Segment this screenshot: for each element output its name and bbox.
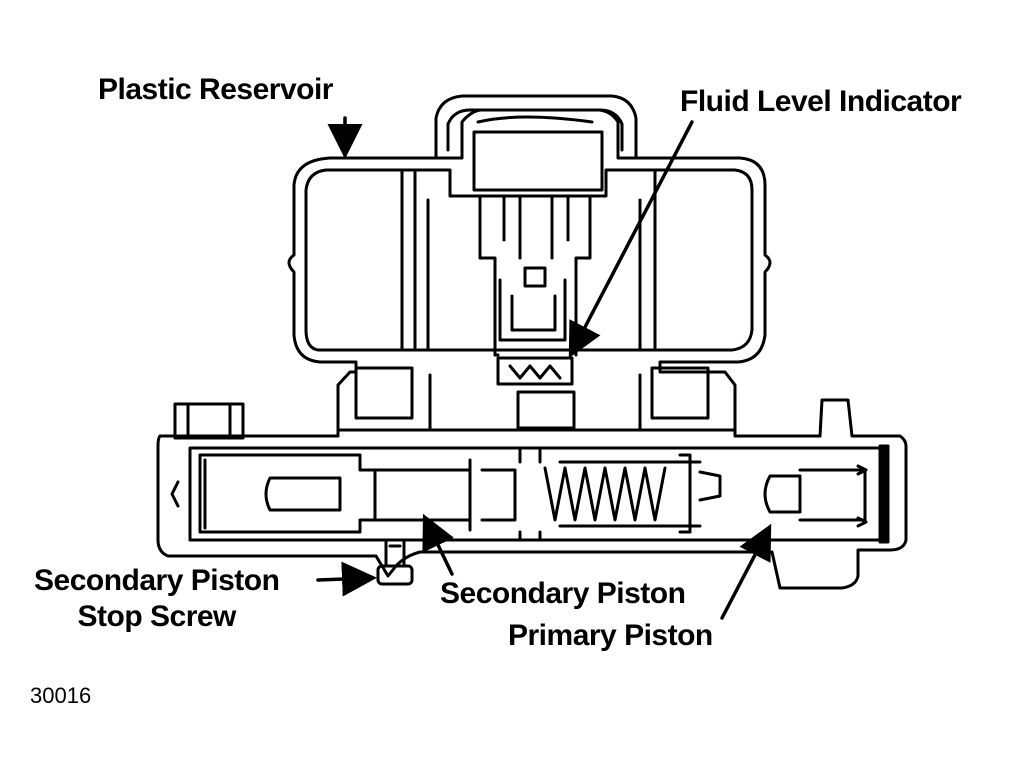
secondary-piston-label: Secondary Piston: [440, 577, 686, 610]
primary-piston-part: [678, 444, 890, 544]
secondary-piston-stop-screw-label: Secondary Piston Stop Screw: [34, 563, 280, 635]
stop-screw: [376, 538, 414, 586]
primary-piston-arrow: [720, 523, 772, 620]
plastic-reservoir-label: Plastic Reservoir: [98, 73, 333, 106]
secondary-piston-arrow: [422, 513, 454, 576]
fluid-level-indicator-label: Fluid Level Indicator: [680, 85, 962, 118]
stop-screw-label-line2: Stop Screw: [77, 600, 237, 633]
leader-lines: [316, 116, 772, 620]
fluid-level-arrow: [568, 120, 694, 359]
plastic-reservoir: [287, 94, 772, 432]
cylinder-body: [156, 398, 908, 590]
stop-screw-label-line1: Secondary Piston: [34, 564, 280, 597]
stop-screw-arrow: [316, 561, 377, 597]
spring: [543, 460, 702, 528]
figure-number: 30016: [30, 683, 92, 708]
secondary-piston-part: [198, 453, 517, 534]
primary-piston-label: Primary Piston: [508, 619, 713, 652]
